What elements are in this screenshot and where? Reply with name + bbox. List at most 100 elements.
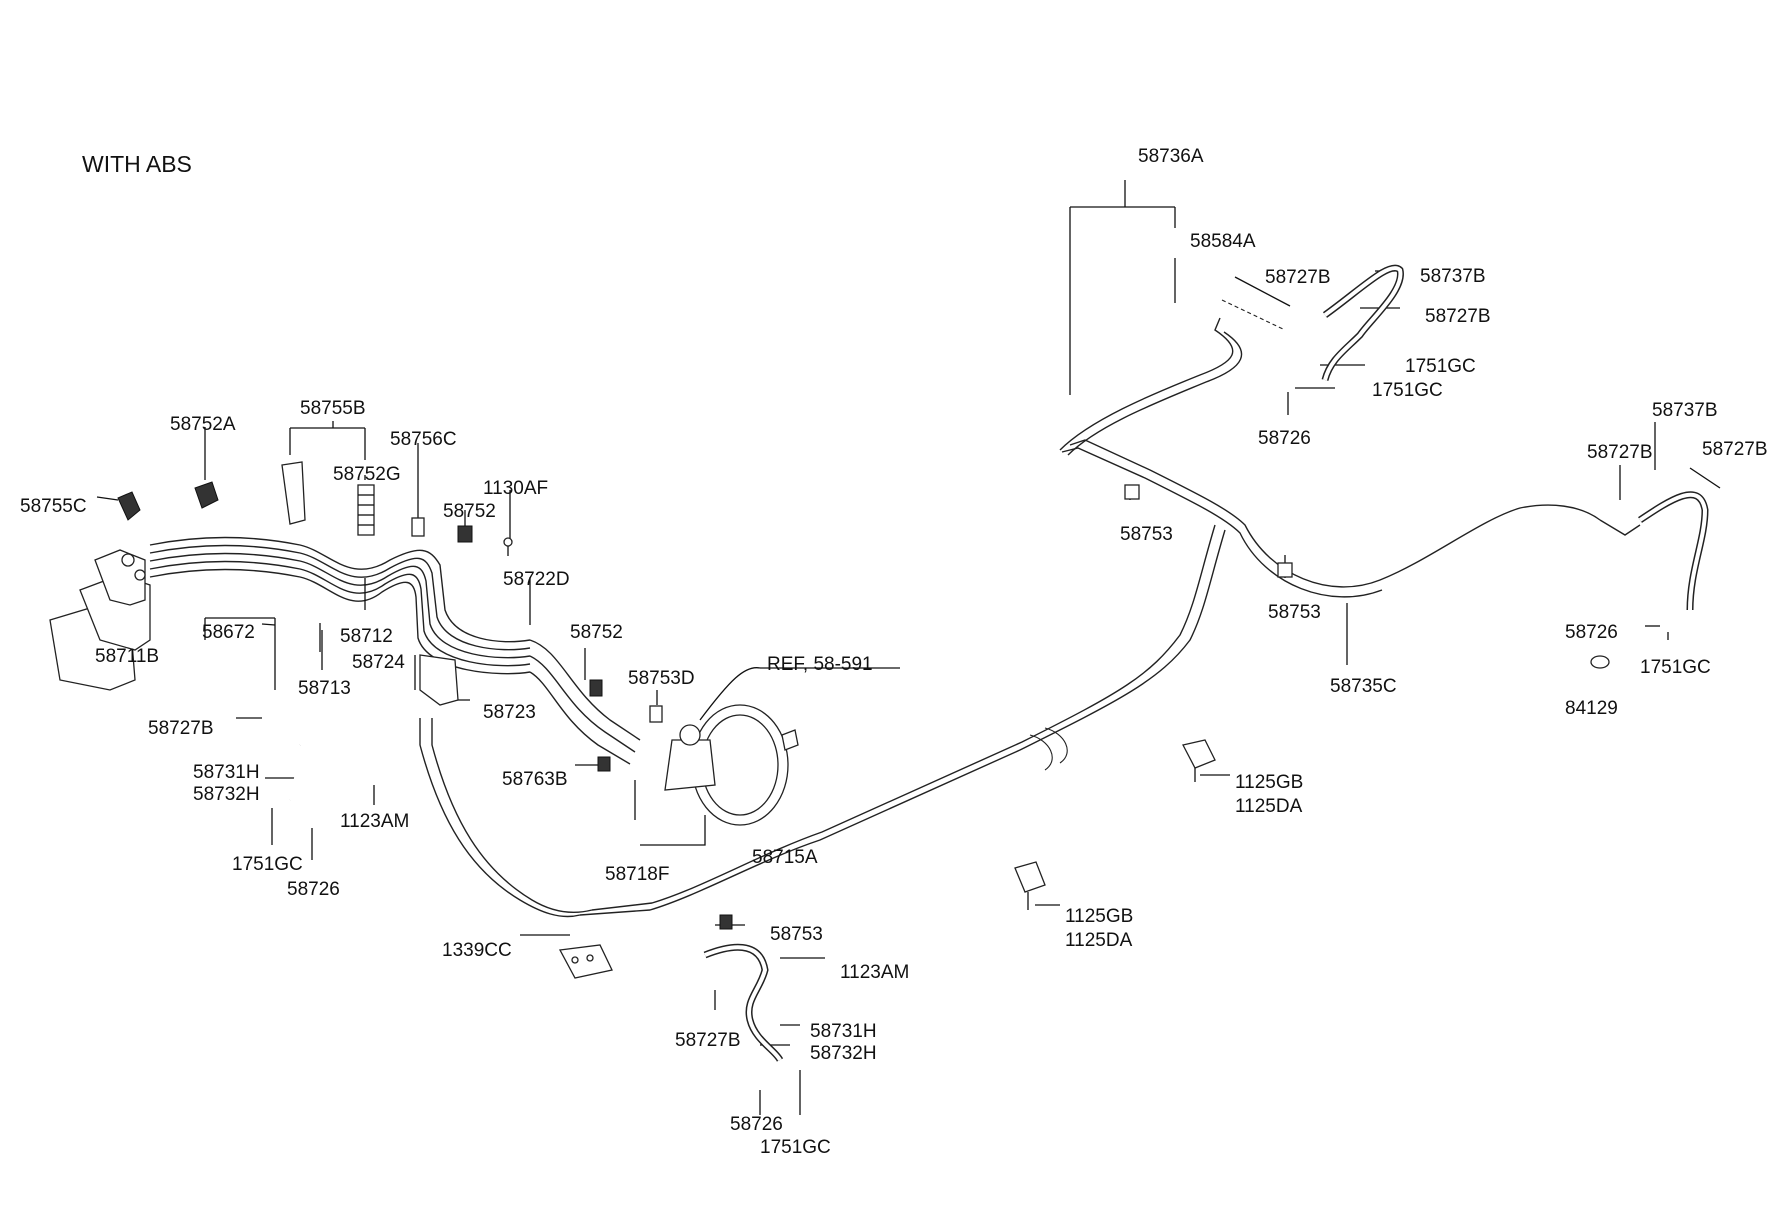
clip-58752-b [589, 679, 603, 697]
pipe-up-right-1 [1059, 317, 1234, 451]
label-58735C: 58735C [1330, 676, 1397, 697]
bolt-1130AF [503, 537, 513, 556]
pipe-left-down-2 [431, 718, 593, 913]
clip-58763B [597, 756, 611, 772]
pipe-long-rear-2 [591, 524, 1216, 911]
label-58755C: 58755C [20, 496, 87, 517]
label-1123AM-a: 1123AM [340, 811, 409, 832]
label-58584A: 58584A [1190, 231, 1256, 252]
pipe-to-mc-2 [529, 655, 636, 753]
clip-58753D [649, 705, 663, 723]
clip-58752-a [457, 525, 473, 543]
label-58755B: 58755B [300, 398, 366, 419]
label-58752G: 58752G [333, 464, 401, 485]
label-1125GB-b: 1125GB [1065, 906, 1133, 927]
pipe-dashed [1221, 299, 1286, 331]
clip-58755C [117, 491, 141, 521]
pipe-right-end [1599, 519, 1641, 536]
label-58727B-d: 58727B [1702, 439, 1768, 460]
label-58715A: 58715A [752, 847, 818, 868]
label-58752A: 58752A [170, 414, 236, 435]
label-1130AF: 1130AF [483, 478, 548, 499]
label-58724: 58724 [352, 652, 405, 673]
label-1751GC-d: 1751GC [232, 854, 303, 875]
diagram-title: WITH ABS [82, 151, 192, 177]
label-1751GC-e: 1751GC [760, 1137, 831, 1158]
bracket-58752A [194, 481, 219, 509]
clip-58753-a [1124, 484, 1140, 500]
clip-58753-b [1277, 562, 1293, 578]
bracket-58723 [419, 654, 459, 706]
label-58711B: 58711B [95, 646, 159, 667]
pipe-break-mark-2 [1044, 727, 1068, 764]
label-58727B-a: 58727B [1265, 267, 1331, 288]
label-1123AM-b: 1123AM [840, 962, 909, 983]
bracket-58755B [281, 461, 306, 525]
label-58672: 58672 [202, 622, 255, 643]
grommet-84129 [1590, 655, 1610, 669]
label-58752-b: 58752 [570, 622, 623, 643]
label-58736A: 58736A [1138, 146, 1204, 167]
clip-58752G [357, 484, 375, 536]
label-58727B-f: 58727B [675, 1030, 741, 1051]
label-58732H-b: 58732H [810, 1043, 877, 1064]
bracket-1339CC [558, 944, 613, 979]
label-58726-c: 58726 [287, 879, 340, 900]
pipe-upper-right-1 [1069, 439, 1601, 588]
pipe-bundle-4 [149, 560, 531, 667]
bracket-1125GB-b [1014, 861, 1046, 910]
label-1751GC-b: 1751GC [1372, 380, 1443, 401]
brake-booster [664, 704, 799, 826]
label-58713: 58713 [298, 678, 351, 699]
label-58737B-b: 58737B [1652, 400, 1718, 421]
abs-hydraulic-unit [49, 549, 151, 691]
label-58718F: 58718F [605, 864, 669, 885]
label-58727B-e: 58727B [148, 718, 214, 739]
hose-front-left [288, 714, 378, 801]
bracket-1125GB-a [1182, 739, 1216, 782]
label-58727B-c: 58727B [1587, 442, 1653, 463]
pipe-to-mc-1 [529, 639, 641, 741]
label-58726-a: 58726 [1258, 428, 1311, 449]
pipe-upper-right-2 [1061, 447, 1383, 598]
label-58727B-b: 58727B [1425, 306, 1491, 327]
part-labels: 58736A 58584A 58727B 58737B 58727B 1751G… [20, 146, 1768, 1158]
pipe-to-mc-3 [529, 671, 631, 765]
label-58737B-a: 58737B [1420, 266, 1486, 287]
label-58731H-b: 58731H [810, 1021, 877, 1042]
hose-rear-right-top [1321, 264, 1404, 382]
label-58726-d: 58726 [730, 1114, 783, 1135]
clip-58756C [411, 517, 425, 537]
main-brake-pipes [149, 299, 1641, 918]
label-58726-b: 58726 [1565, 622, 1618, 643]
label-58753-b: 58753 [1268, 602, 1321, 623]
label-58753D: 58753D [628, 668, 695, 689]
label-1339CC: 1339CC [442, 940, 512, 961]
label-1125DA-b: 1125DA [1065, 930, 1133, 951]
pipe-bundle-2 [149, 544, 531, 651]
label-58732H-a: 58732H [193, 784, 260, 805]
label-58756C: 58756C [390, 429, 457, 450]
pipe-break-mark-1 [1029, 734, 1053, 771]
label-58763B: 58763B [502, 769, 568, 790]
label-58722D: 58722D [503, 569, 570, 590]
label-58723: 58723 [483, 702, 536, 723]
hose-rear-left [703, 943, 784, 1062]
pipe-bundle-1 [149, 536, 531, 643]
label-1125GB-a: 1125GB [1235, 772, 1303, 793]
clip-58753-c [719, 914, 733, 930]
label-58752-a: 58752 [443, 501, 496, 522]
label-REF: REF, 58-591 [767, 654, 873, 675]
pipe-long-rear-1 [579, 529, 1226, 916]
hose-right [1638, 491, 1709, 611]
pipe-bundle-3 [149, 552, 531, 659]
label-1125DA-a: 1125DA [1235, 796, 1303, 817]
label-58712: 58712 [340, 626, 393, 647]
label-1751GC-a: 1751GC [1405, 356, 1476, 377]
label-58731H-a: 58731H [193, 762, 260, 783]
label-58753-c: 58753 [770, 924, 823, 945]
pipe-up-right-2 [1067, 331, 1243, 456]
pipe-left-down [419, 718, 581, 918]
